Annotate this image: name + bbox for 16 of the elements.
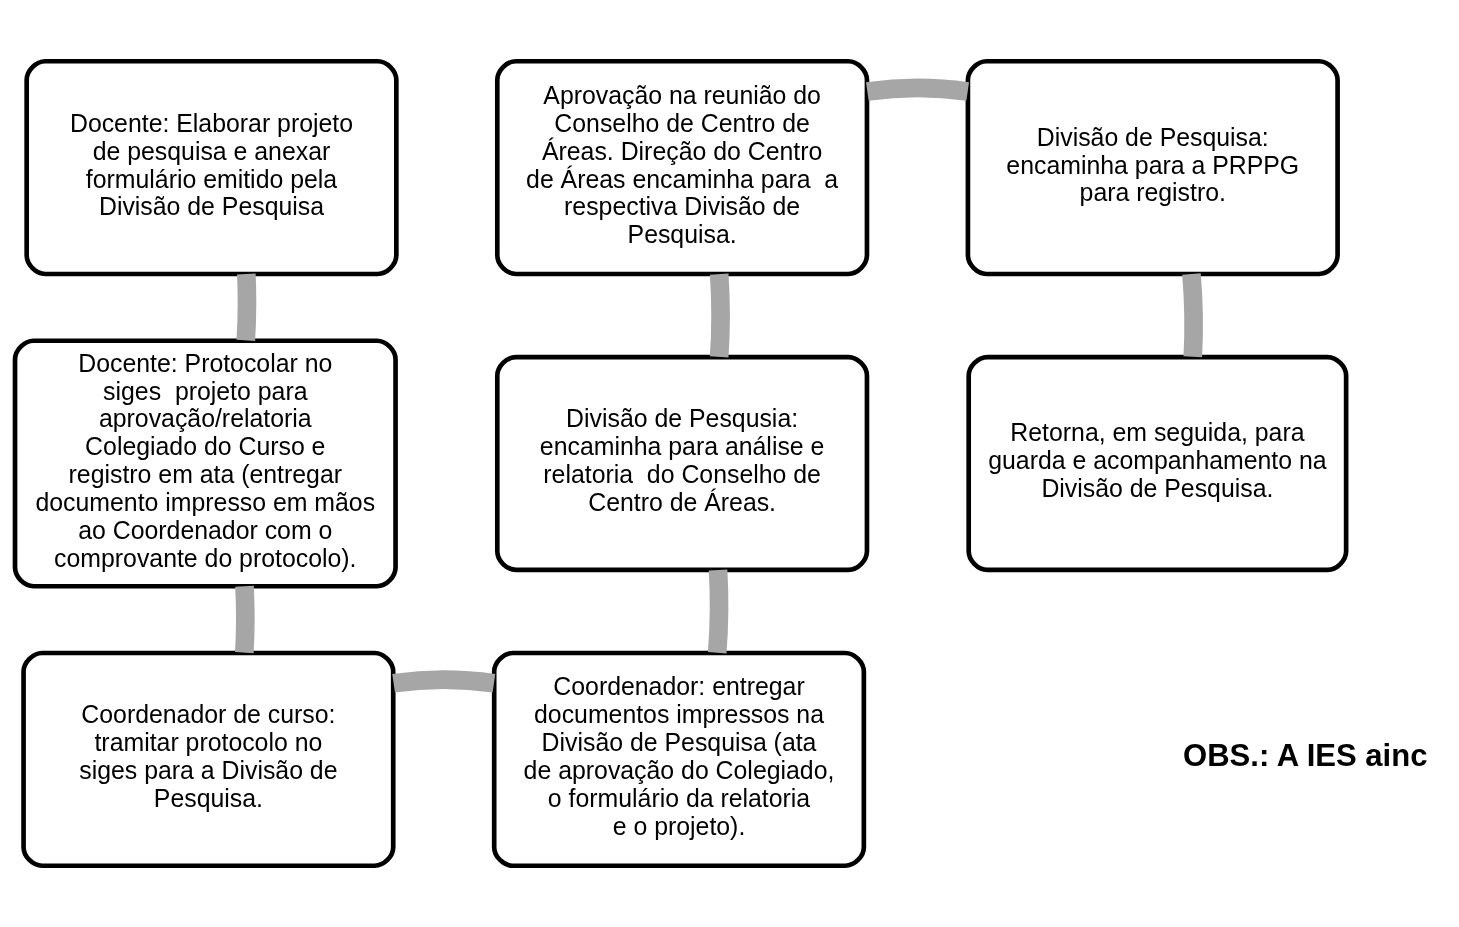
node-box: Coordenador: entregar documentos impressos na Divisão de Pesquisa (ata de aprovação do Colegiado, o formulário da relatoria e o projeto).	[491, 650, 867, 869]
label: OBS.: A IES ainc	[1183, 737, 1428, 773]
connector	[707, 569, 729, 654]
node-box: Aprovação na reunião do Conselho de Centro de Áreas. Direção do Centro de Áreas encaminha para a respectiva Divisão de Pesquisa.	[494, 58, 870, 277]
node-box: Coordenador de curso: tramitar protocolo no siges para a Divisão de Pesquisa.	[21, 650, 396, 869]
connector	[235, 585, 255, 654]
node-box: Docente: Protocolar no siges projeto para aprovação/relatoria Colegiado do Curso e registro em ata (entregar documento impresso em mãos ao Coordenador com o comprovante do protocolo).	[12, 338, 398, 589]
connector	[866, 78, 969, 101]
connector	[709, 273, 730, 358]
node-box: Divisão de Pesqusia: encaminha para análise e relatoria do Conselho de Centro de Áreas.	[494, 354, 870, 573]
connector	[236, 273, 257, 341]
connector	[1182, 273, 1203, 358]
node-box: Docente: Elaborar projeto de pesquisa e anexar formulário emitido pela Divisão de Pesquisa	[24, 58, 399, 277]
node-box: Divisão de Pesquisa: encaminha para a PRPPG para registro.	[965, 58, 1340, 277]
node-box: Retorna, em seguida, para guarda e acompanhamento na Divisão de Pesquisa.	[966, 354, 1349, 573]
connector	[392, 670, 496, 693]
